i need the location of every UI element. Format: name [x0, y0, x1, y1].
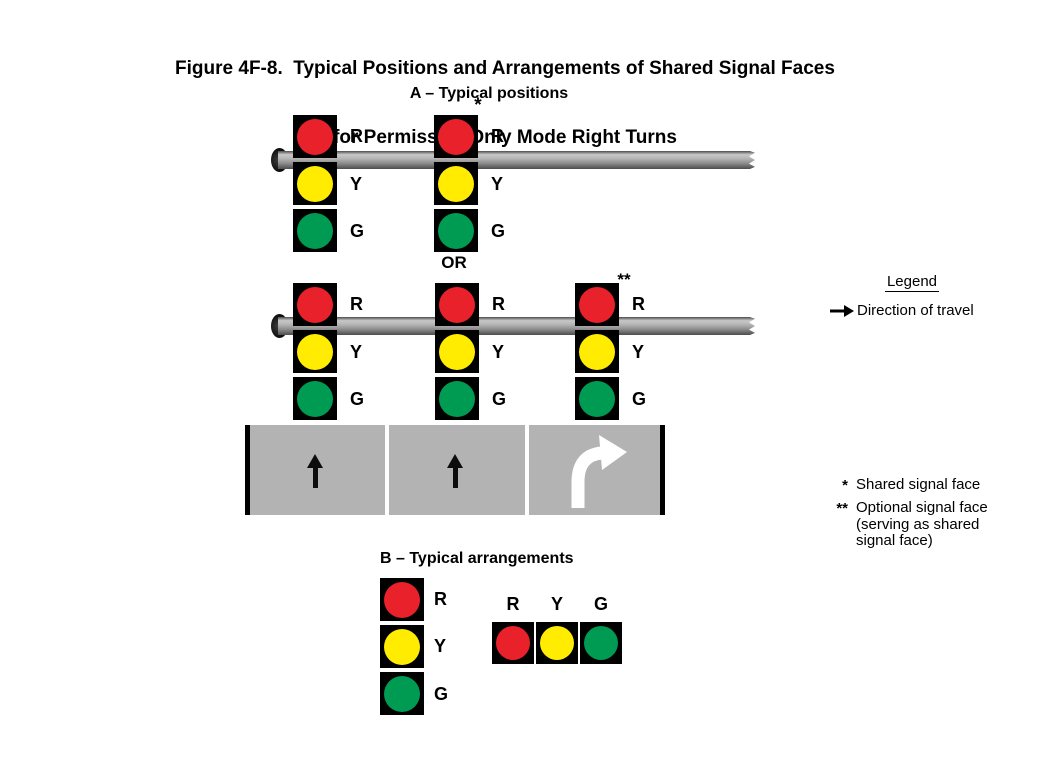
- red-lamp-icon: [496, 626, 530, 660]
- red-section: [575, 283, 619, 326]
- lamp-label-red: R: [434, 589, 447, 609]
- footnote-shared-text: Shared signal face: [856, 476, 981, 493]
- yellow-section: [293, 162, 337, 205]
- lamp-label-yellow: Y: [550, 594, 563, 614]
- signal-head-a1: [293, 115, 337, 252]
- green-lamp-icon: [384, 675, 420, 712]
- lamp-label-green: G: [491, 221, 506, 241]
- signal-head-b1: [293, 283, 337, 420]
- footnote-optional-marker: **: [836, 500, 848, 517]
- yellow-section: [536, 622, 578, 664]
- or-separator: OR: [441, 253, 467, 272]
- lamp-label-yellow: Y: [632, 342, 645, 362]
- lamp-label-green: G: [492, 389, 507, 409]
- yellow-section: [575, 330, 619, 373]
- green-lamp-icon: [438, 212, 474, 249]
- green-section: [293, 209, 337, 252]
- red-section: [380, 578, 424, 621]
- footnote-optional-line2: (serving as shared: [856, 516, 980, 533]
- green-section: [434, 209, 478, 252]
- red-lamp-icon: [297, 118, 333, 155]
- green-section: [580, 622, 622, 664]
- lamp-label-red: R: [506, 594, 520, 614]
- red-section: [293, 283, 337, 326]
- red-section: [434, 115, 478, 158]
- signal-head-b2: [435, 283, 479, 420]
- lane-divider: [385, 425, 389, 515]
- yellow-lamp-icon: [438, 165, 474, 202]
- red-lamp-icon: [384, 581, 420, 618]
- lane-divider: [525, 425, 529, 515]
- signal-head-a2-shared: [434, 115, 478, 252]
- lamp-label-red: R: [632, 294, 645, 314]
- green-section: [435, 377, 479, 420]
- shared-signal-marker: *: [474, 95, 482, 116]
- legend-direction-label: Direction of travel: [857, 302, 974, 319]
- red-lamp-icon: [438, 118, 474, 155]
- yellow-lamp-icon: [439, 333, 475, 370]
- footnote-optional-line3: signal face): [856, 532, 933, 549]
- signal-head-horizontal-arrangement: [492, 622, 622, 664]
- yellow-section: [380, 625, 424, 668]
- legend-heading-text: Legend: [884, 273, 940, 292]
- red-lamp-icon: [579, 286, 615, 323]
- lamp-label-red: R: [491, 126, 504, 146]
- green-section: [293, 377, 337, 420]
- red-section: [435, 283, 479, 326]
- green-lamp-icon: [579, 380, 615, 417]
- lamp-label-yellow: Y: [350, 342, 363, 362]
- straight-up-arrow-icon: [447, 454, 463, 489]
- green-lamp-icon: [297, 212, 333, 249]
- lamp-label-yellow: Y: [492, 342, 505, 362]
- red-lamp-icon: [297, 286, 333, 323]
- yellow-lamp-icon: [297, 165, 333, 202]
- yellow-lamp-icon: [297, 333, 333, 370]
- lamp-label-yellow: Y: [434, 636, 447, 656]
- footnote-optional-line1: Optional signal face: [856, 499, 988, 516]
- green-lamp-icon: [439, 380, 475, 417]
- roadway: [245, 425, 665, 515]
- lamp-label-green: G: [350, 389, 365, 409]
- section-a-heading: A – Typical positions: [409, 85, 569, 102]
- yellow-lamp-icon: [384, 628, 420, 665]
- green-lamp-icon: [297, 380, 333, 417]
- lamp-label-yellow: Y: [491, 174, 504, 194]
- optional-signal-marker: **: [617, 270, 631, 289]
- direction-of-travel-arrow-icon: [830, 305, 854, 317]
- yellow-lamp-icon: [579, 333, 615, 370]
- red-lamp-icon: [439, 286, 475, 323]
- signal-head-vertical-arrangement: [380, 578, 424, 715]
- yellow-lamp-icon: [540, 626, 574, 660]
- right-turn-arrow-icon: [571, 435, 627, 508]
- straight-up-arrow-icon: [307, 454, 323, 489]
- yellow-section: [293, 330, 337, 373]
- red-section: [492, 622, 534, 664]
- legend-heading: Legend: [862, 273, 962, 292]
- mast-arm-row2: [278, 317, 755, 335]
- green-section: [380, 672, 424, 715]
- lamp-label-green: G: [632, 389, 647, 409]
- green-section: [575, 377, 619, 420]
- yellow-section: [434, 162, 478, 205]
- lamp-label-green: G: [593, 594, 608, 614]
- figure-title: Figure 4F-8. Typical Positions and Arran…: [0, 11, 1010, 195]
- red-section: [293, 115, 337, 158]
- lamp-label-green: G: [350, 221, 365, 241]
- lamp-label-red: R: [350, 126, 363, 146]
- figure-title-line2: for Permissive Only Mode Right Turns: [333, 127, 677, 148]
- lamp-label-yellow: Y: [350, 174, 363, 194]
- green-lamp-icon: [584, 626, 618, 660]
- section-b-heading: B – Typical arrangements: [380, 550, 574, 567]
- figure-title-line1: Figure 4F-8. Typical Positions and Arran…: [175, 58, 835, 79]
- lamp-label-red: R: [350, 294, 363, 314]
- lamp-label-red: R: [492, 294, 505, 314]
- mast-arm-row1: [278, 151, 755, 169]
- signal-head-b3-optional: [575, 283, 619, 420]
- yellow-section: [435, 330, 479, 373]
- footnote-shared-marker: *: [842, 477, 848, 494]
- lamp-label-green: G: [434, 684, 449, 704]
